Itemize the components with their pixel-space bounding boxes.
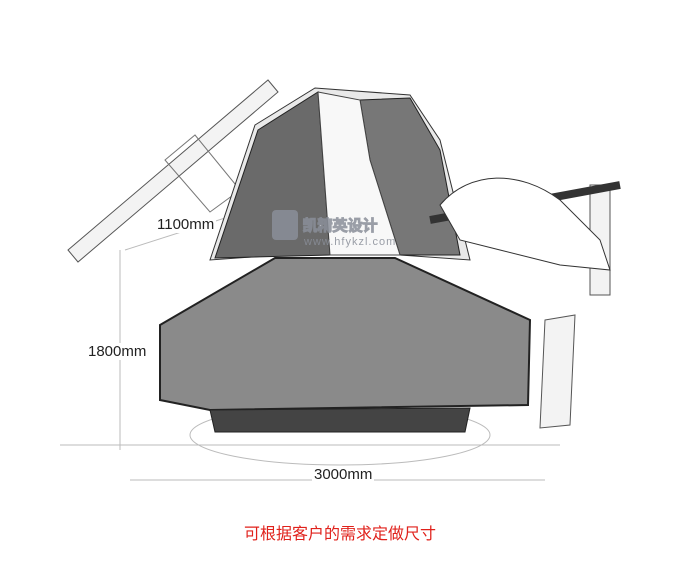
custom-size-caption: 可根据客户的需求定做尺寸	[243, 526, 436, 543]
watermark: 凯精英设计 www.hfykzl.com	[272, 210, 396, 248]
height-dimension: 1800mm	[86, 343, 149, 360]
cabinet-front	[159, 257, 532, 433]
watermark-logo-icon	[272, 210, 298, 240]
watermark-name: 凯精英设计	[302, 217, 378, 235]
depth-dimension: 1100mm	[155, 216, 217, 233]
hand-with-pencil	[429, 177, 621, 271]
watermark-url: www.hfykzl.com	[304, 236, 397, 248]
width-dimension: 3000mm	[312, 466, 375, 483]
